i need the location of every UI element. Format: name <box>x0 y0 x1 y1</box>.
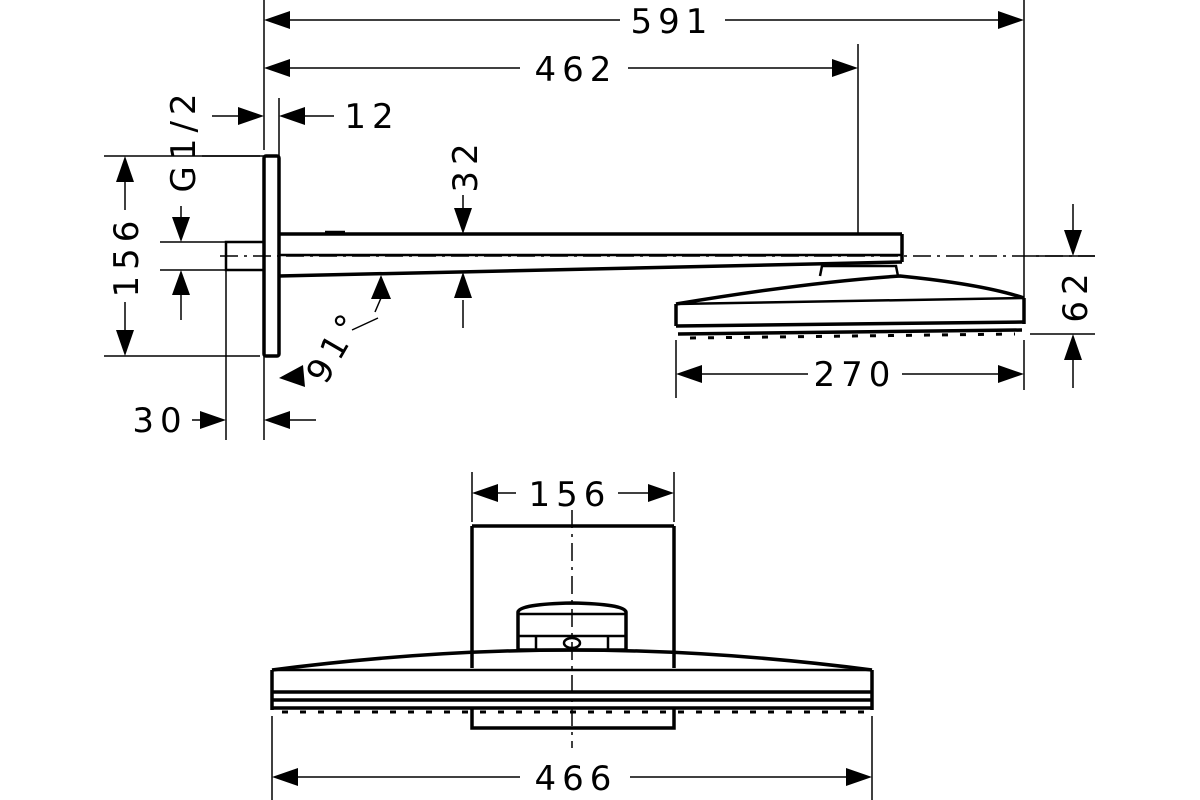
dim-270-label: 270 <box>814 355 897 395</box>
dim-angle-label: 91° <box>299 303 373 391</box>
dim-462: 462 <box>264 44 859 234</box>
wall-plate-front <box>470 524 676 730</box>
dim-12-label: 12 <box>344 97 399 137</box>
dim-30-label: 30 <box>132 401 187 441</box>
dim-466: 466 <box>271 716 873 800</box>
dim-thread: G1/2 <box>160 87 264 320</box>
dim-156-front-label: 156 <box>529 475 612 515</box>
dim-466-label: 466 <box>535 759 618 799</box>
dim-462-label: 462 <box>535 50 618 90</box>
dim-30: 30 <box>132 270 316 441</box>
dim-62: 62 <box>1030 204 1096 388</box>
dim-591-label: 591 <box>631 2 714 42</box>
dim-156-side-label: 156 <box>107 215 147 298</box>
dim-591: 591 <box>263 0 1025 298</box>
head-joint <box>818 264 900 277</box>
shower-arm <box>278 230 904 278</box>
dim-270: 270 <box>675 340 1025 398</box>
dim-12: 12 <box>212 97 399 156</box>
dim-156-front: 156 <box>471 472 675 522</box>
side-view: 591 462 12 G1/2 <box>104 0 1096 441</box>
dim-62-label: 62 <box>1056 267 1096 322</box>
front-view: 156 466 <box>270 472 874 800</box>
dim-angle: 91° <box>279 275 391 390</box>
shower-head-side <box>674 274 1026 340</box>
dim-thread-label: G1/2 <box>164 87 204 192</box>
dim-156-side: 156 <box>104 155 260 357</box>
dim-32-label: 32 <box>446 137 486 192</box>
dim-32: 32 <box>446 137 486 328</box>
